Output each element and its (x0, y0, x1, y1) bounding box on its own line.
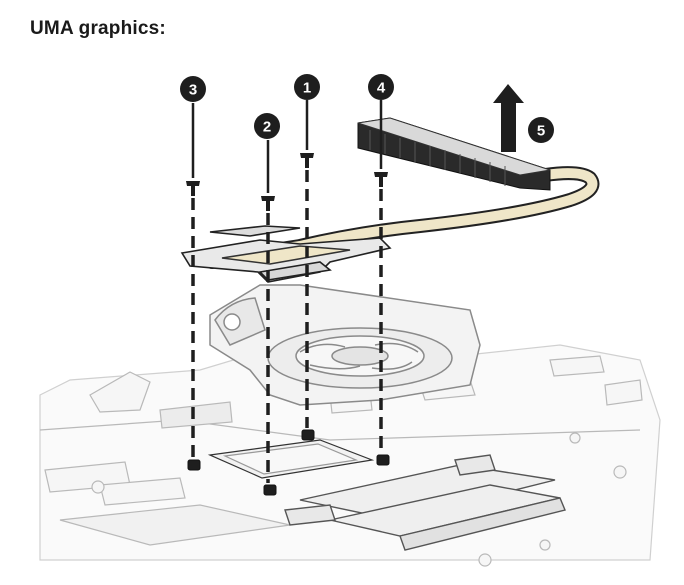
screw-3 (186, 181, 200, 196)
cold-plate-bracket (180, 225, 392, 283)
heat-sink (180, 117, 600, 283)
memory-slots (284, 454, 566, 551)
callout-badge-4: 4 (368, 74, 394, 100)
callout-label-4: 4 (377, 80, 386, 97)
callout-badge-5: 5 (528, 117, 554, 143)
processor-area (207, 439, 375, 479)
fan-assembly (209, 284, 481, 406)
section-heading: UMA graphics: (30, 18, 166, 39)
callout-leaders (191, 100, 383, 193)
callout-label-2: 2 (263, 119, 271, 136)
alignment-lines (191, 170, 383, 483)
screw-2 (261, 196, 275, 211)
callout-label-3: 3 (189, 82, 197, 99)
screw-4 (374, 172, 388, 187)
callout-label-5: 5 (537, 123, 545, 140)
screw-1 (300, 153, 314, 168)
lift-arrow (493, 84, 524, 152)
callout-badge-1: 1 (294, 74, 320, 100)
radiator-fins (357, 117, 551, 191)
callout-label-1: 1 (303, 80, 311, 97)
callout-badge-2: 2 (254, 113, 280, 139)
callout-badge-3: 3 (180, 76, 206, 102)
screw-standoffs (187, 429, 390, 496)
